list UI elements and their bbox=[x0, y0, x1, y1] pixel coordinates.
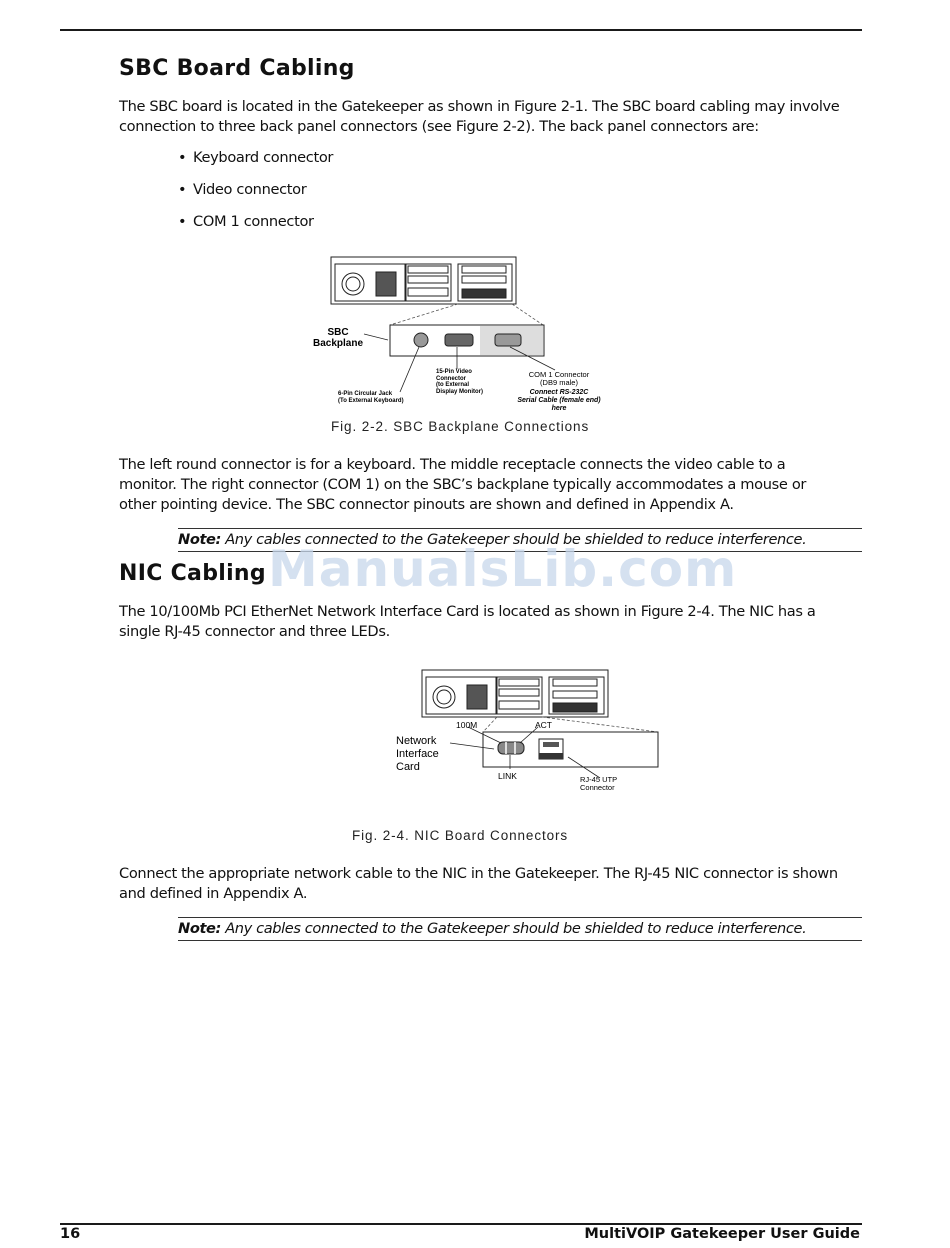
zoom-guide-lines bbox=[389, 303, 544, 326]
nic-body-line-1: Connect the appropriate network cable to… bbox=[119, 865, 838, 882]
video-connector bbox=[444, 333, 474, 347]
zoom-guide-lines bbox=[482, 716, 659, 733]
sbc-intro-line-1: The SBC board is located in the Gatekeep… bbox=[119, 98, 840, 115]
note-box-sbc: Note: Any cables connected to the Gateke… bbox=[178, 528, 862, 552]
nic-intro-line-1: The 10/100Mb PCI EtherNet Network Interf… bbox=[119, 603, 816, 620]
header-rule bbox=[60, 29, 862, 31]
watermark: ManualsLib.com bbox=[268, 540, 738, 598]
label-video-4: Display Monitor) bbox=[436, 389, 483, 395]
label-video-3: (to External bbox=[436, 382, 469, 388]
sbc-backplane-figure: SBC Backplane 6-Pin Circular Jack (To Ex… bbox=[313, 256, 601, 412]
bullet-com1: •COM 1 connector bbox=[178, 213, 314, 230]
com1-connector bbox=[494, 333, 522, 347]
note-text: Any cables connected to the Gatekeeper s… bbox=[220, 531, 807, 548]
label-sbc: SBC bbox=[327, 327, 348, 338]
label-com-4: Serial Cable (female end) bbox=[517, 397, 601, 404]
sbc-backplane-detail bbox=[389, 324, 545, 357]
nic-body-line-2: and defined in Appendix A. bbox=[119, 885, 308, 902]
sbc-intro-line-2: connection to three back panel connector… bbox=[119, 118, 759, 135]
nic-leds bbox=[497, 741, 525, 755]
nic-intro-line-2: single RJ-45 connector and three LEDs. bbox=[119, 623, 390, 640]
label-com-5: here bbox=[552, 405, 567, 412]
label-rj45-1: RJ-45 UTP bbox=[580, 775, 617, 784]
figure-caption-2-4: Fig. 2-4. NIC Board Connectors bbox=[352, 828, 569, 843]
label-link: LINK bbox=[498, 771, 517, 781]
section-heading-sbc: SBC Board Cabling bbox=[119, 56, 355, 81]
bullet-label: Video connector bbox=[193, 181, 307, 198]
note-box-nic: Note: Any cables connected to the Gateke… bbox=[178, 917, 862, 941]
chassis-back-panel bbox=[330, 256, 517, 305]
nic-card-detail bbox=[482, 731, 659, 768]
sbc-body-line-2: monitor. The right connector (COM 1) on … bbox=[119, 476, 807, 493]
label-video-2: Connector bbox=[436, 376, 467, 382]
label-video-1: 15-Pin Video bbox=[436, 369, 472, 375]
label-keyboard-2: (To External Keyboard) bbox=[338, 398, 404, 404]
bullet-label: COM 1 connector bbox=[193, 213, 314, 230]
label-com-2: (DB9 male) bbox=[540, 378, 578, 387]
label-keyboard-1: 6-Pin Circular Jack bbox=[338, 391, 393, 397]
page-number: 16 bbox=[60, 1226, 81, 1242]
footer-rule bbox=[60, 1223, 862, 1225]
label-nic-2: Interface bbox=[396, 748, 439, 760]
label-com-1: COM 1 Connector bbox=[529, 370, 590, 379]
guide-title: MultiVOIP Gatekeeper User Guide bbox=[584, 1226, 860, 1242]
label-act: ACT bbox=[535, 720, 552, 730]
section-heading-nic: NIC Cabling bbox=[119, 561, 266, 586]
note-label: Note: bbox=[178, 920, 221, 937]
label-rj45-2: Connector bbox=[580, 783, 615, 792]
bullet-label: Keyboard connector bbox=[193, 149, 334, 166]
label-100m: 100M bbox=[456, 720, 477, 730]
nic-board-figure: 100M ACT Network Interface Card LINK RJ-… bbox=[396, 669, 659, 792]
leader-lines bbox=[363, 333, 556, 393]
bullet-video: •Video connector bbox=[178, 181, 307, 198]
chassis-back-panel bbox=[421, 669, 609, 718]
note-text: Any cables connected to the Gatekeeper s… bbox=[220, 920, 807, 937]
sbc-body-line-1: The left round connector is for a keyboa… bbox=[119, 456, 786, 473]
label-nic-1: Network bbox=[396, 735, 437, 747]
bullet-keyboard: •Keyboard connector bbox=[178, 149, 334, 166]
label-nic-3: Card bbox=[396, 761, 420, 773]
sbc-body-line-3: other pointing device. The SBC connector… bbox=[119, 496, 734, 513]
figure-caption-2-2: Fig. 2-2. SBC Backplane Connections bbox=[331, 419, 590, 434]
label-backplane: Backplane bbox=[313, 338, 363, 349]
label-com-3: Connect RS-232C bbox=[530, 389, 590, 396]
leader-lines bbox=[449, 726, 601, 779]
keyboard-jack bbox=[413, 332, 429, 348]
note-label: Note: bbox=[178, 531, 221, 548]
